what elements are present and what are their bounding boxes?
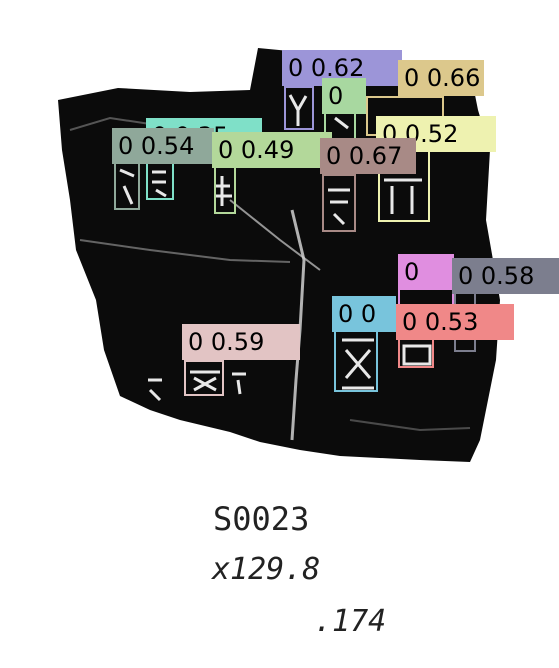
- detection-label: 0 0.54: [112, 128, 214, 164]
- detection-label: 0 0: [332, 296, 396, 332]
- detection-box: [214, 166, 236, 214]
- detection-box: [334, 330, 378, 392]
- detection-box: [184, 360, 224, 396]
- detection-box: [398, 338, 434, 368]
- detection-label: 0 0.53: [396, 304, 514, 340]
- detection-label: 0: [398, 254, 454, 290]
- detection-label: 0 0.58: [452, 258, 559, 294]
- caption-id: S0023: [213, 500, 310, 538]
- caption-scale: x129.8: [212, 552, 321, 587]
- detection-box: [114, 162, 140, 210]
- detection-label: 0 0.59: [182, 324, 300, 360]
- detection-label: 0 0.62: [282, 50, 402, 86]
- detection-label: 0 0.66: [398, 60, 484, 96]
- detection-label: 0 0.67: [320, 138, 416, 174]
- inscribed-characters: [119, 94, 432, 402]
- detection-box: [322, 174, 356, 232]
- detection-box: [284, 86, 314, 130]
- caption-number: .174: [314, 604, 387, 639]
- detection-label: 0 0.49: [212, 132, 332, 168]
- detection-label: 0: [322, 78, 366, 114]
